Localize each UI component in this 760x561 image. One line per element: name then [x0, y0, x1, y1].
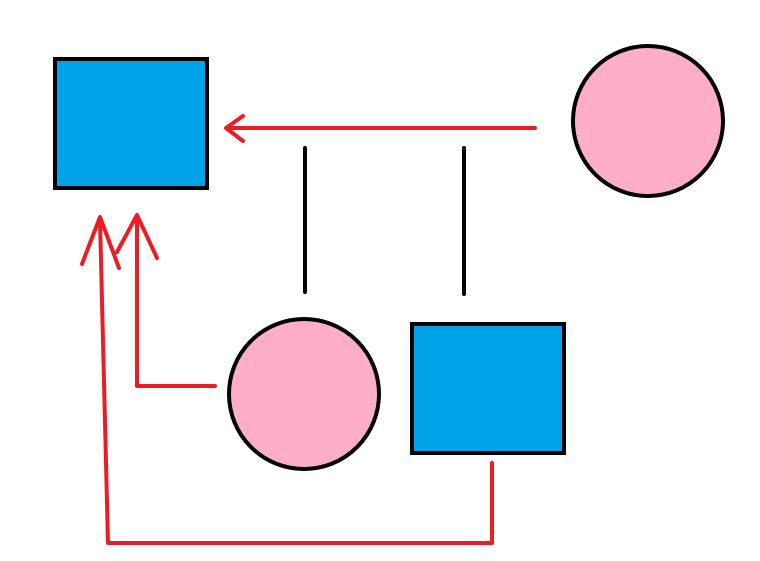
- arrow-head-up-outer: [80, 215, 121, 270]
- circle-bottom-middle: [227, 317, 381, 471]
- square-bottom-right: [410, 322, 566, 455]
- arrows-group: [80, 114, 537, 545]
- arrow-head-left: [224, 114, 245, 143]
- circle-top-right: [571, 44, 725, 198]
- square-top-left: [53, 57, 209, 190]
- arrow-head-up-inner: [115, 213, 159, 260]
- arrow-circle-bottom-middle-to-square-top-left: [135, 216, 217, 388]
- nodes-group: [53, 44, 725, 471]
- connectors-group: [303, 146, 466, 296]
- arrow-square-bottom-right-to-square-top-left: [98, 218, 494, 545]
